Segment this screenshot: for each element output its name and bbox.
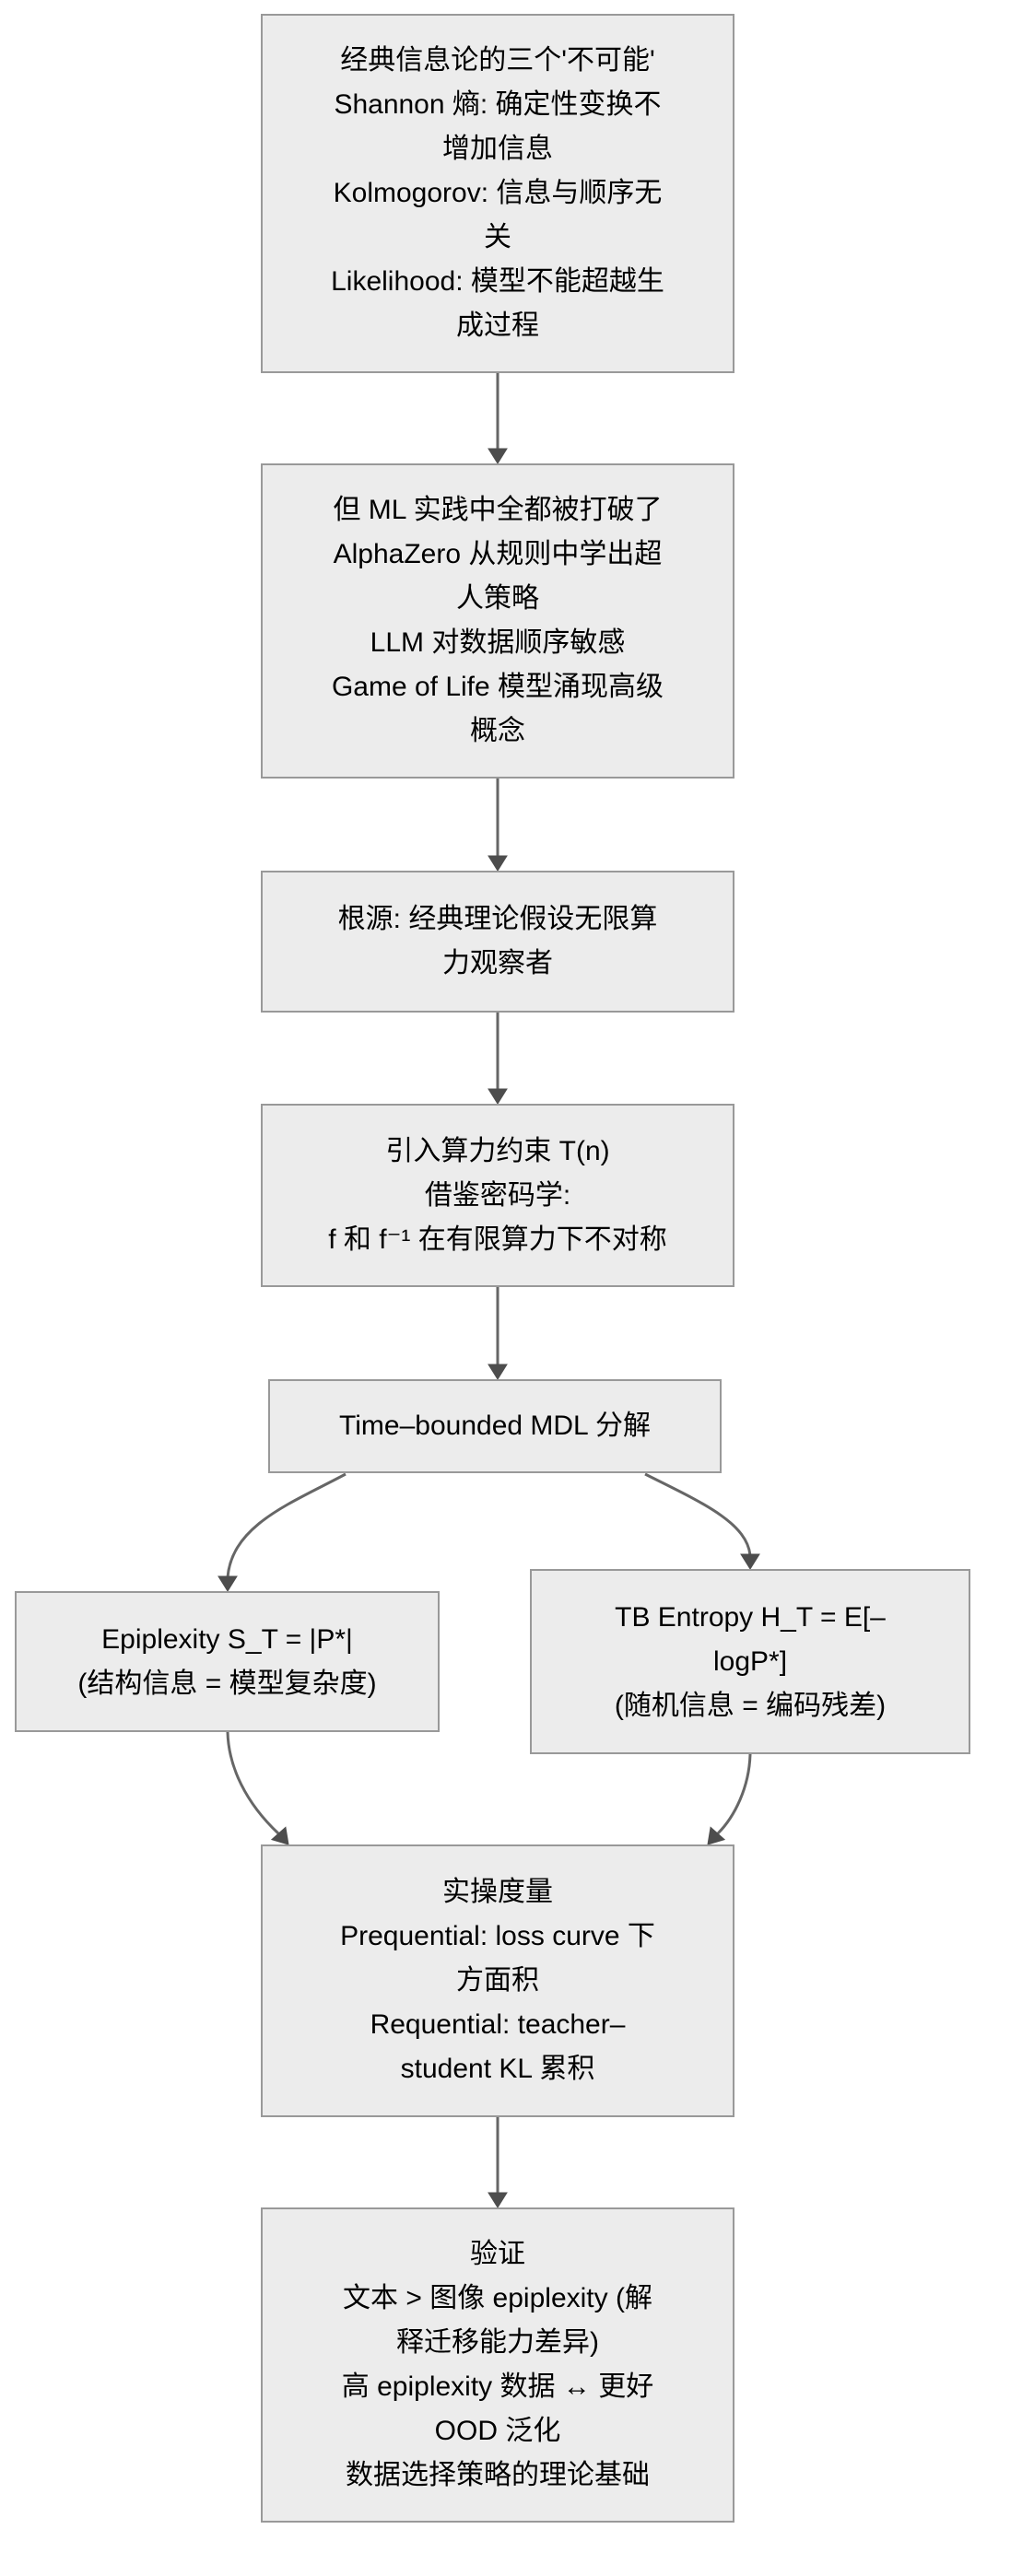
arrowhead-epiplexity bbox=[217, 1575, 238, 1592]
text-line: 增加信息 bbox=[442, 134, 553, 164]
text-line: 人策略 bbox=[456, 583, 539, 614]
node-operational-metrics: 实操度量 Prequential: loss curve 下 方面积 Reque… bbox=[261, 1844, 734, 2117]
node-ml-practice-broken: 但 ML 实践中全都被打破了 AlphaZero 从规则中学出超 人策略 LLM… bbox=[261, 463, 734, 779]
text-line: Time–bounded MDL 分解 bbox=[339, 1411, 651, 1441]
edge-epiplexity-to-metrics bbox=[226, 1731, 280, 1835]
edge-mdl-to-tb-entropy bbox=[644, 1472, 752, 1556]
text-line: (结构信息 = 模型复杂度) bbox=[77, 1668, 377, 1699]
text-line: (随机信息 = 编码残差) bbox=[614, 1690, 887, 1721]
text-line: logP*] bbox=[712, 1645, 788, 1677]
node-validation: 验证 文本 > 图像 epiplexity (解 释迁移能力差异) 高 epip… bbox=[261, 2207, 734, 2523]
arrowhead-broken bbox=[488, 448, 508, 464]
text-line: 经典信息论的三个'不可能' bbox=[340, 45, 655, 76]
text-line: 根源: 经典理论假设无限算 bbox=[337, 904, 658, 934]
text-line: Requential: teacher– bbox=[370, 2009, 626, 2040]
text-line: Game of Life 模型涌现高级 bbox=[331, 672, 664, 702]
arrowhead-validation bbox=[488, 2192, 508, 2208]
text-line: TB Entropy H_T = E[– bbox=[615, 1601, 886, 1633]
text-line: 验证 bbox=[470, 2239, 525, 2269]
node-compute-constraint: 引入算力约束 T(n) 借鉴密码学: f 和 f⁻¹ 在有限算力下不对称 bbox=[261, 1104, 734, 1287]
text-line: LLM 对数据顺序敏感 bbox=[370, 627, 626, 658]
text-line: 借鉴密码学: bbox=[424, 1179, 571, 1211]
node-tb-entropy: TB Entropy H_T = E[– logP*] (随机信息 = 编码残差… bbox=[530, 1569, 970, 1754]
text-line: 但 ML 实践中全都被打破了 bbox=[333, 495, 663, 525]
arrowhead-root-cause bbox=[488, 855, 508, 872]
text-line: 数据选择策略的理论基础 bbox=[346, 2460, 650, 2490]
text-line: 文本 > 图像 epiplexity (解 bbox=[343, 2283, 652, 2313]
text-line: 关 bbox=[484, 222, 511, 252]
text-line: 力观察者 bbox=[442, 948, 553, 978]
edge-mdl-to-epiplexity bbox=[226, 1472, 347, 1578]
text-line: student KL 累积 bbox=[400, 2054, 595, 2084]
text-line: Shannon 熵: 确定性变换不 bbox=[334, 89, 662, 120]
text-line: 高 epiplexity 数据 ↔ 更好 bbox=[341, 2371, 654, 2402]
node-epiplexity: Epiplexity S_T = |P*| (结构信息 = 模型复杂度) bbox=[15, 1591, 440, 1732]
edge-tb-entropy-to-metrics bbox=[716, 1753, 752, 1835]
arrowhead-metrics-right bbox=[707, 1826, 726, 1845]
text-line: Likelihood: 模型不能超越生 bbox=[331, 266, 664, 297]
text-line: 实操度量 bbox=[442, 1877, 553, 1907]
text-line: 释迁移能力差异) bbox=[396, 2327, 599, 2358]
arrowhead-mdl bbox=[488, 1364, 508, 1380]
text-line: Kolmogorov: 信息与顺序无 bbox=[333, 178, 663, 208]
text-line: f 和 f⁻¹ 在有限算力下不对称 bbox=[328, 1224, 667, 1255]
arrowhead-metrics-left bbox=[270, 1826, 289, 1845]
text-line: OOD 泛化 bbox=[434, 2416, 561, 2446]
arrowhead-tb-entropy bbox=[740, 1553, 760, 1570]
node-root-cause: 根源: 经典理论假设无限算 力观察者 bbox=[261, 871, 734, 1013]
arrowhead-compute bbox=[488, 1088, 508, 1105]
node-time-bounded-mdl: Time–bounded MDL 分解 bbox=[268, 1379, 722, 1473]
text-line: 成过程 bbox=[456, 310, 539, 341]
text-line: Prequential: loss curve 下 bbox=[340, 1921, 655, 1951]
text-line: Epiplexity S_T = |P*| bbox=[101, 1623, 353, 1655]
text-line: AlphaZero 从规则中学出超 bbox=[333, 539, 663, 569]
node-classic-impossibilities: 经典信息论的三个'不可能' Shannon 熵: 确定性变换不 增加信息 Kol… bbox=[261, 14, 734, 373]
text-line: 概念 bbox=[470, 716, 525, 746]
text-line: 引入算力约束 T(n) bbox=[385, 1135, 610, 1166]
text-line: 方面积 bbox=[456, 1965, 539, 1996]
